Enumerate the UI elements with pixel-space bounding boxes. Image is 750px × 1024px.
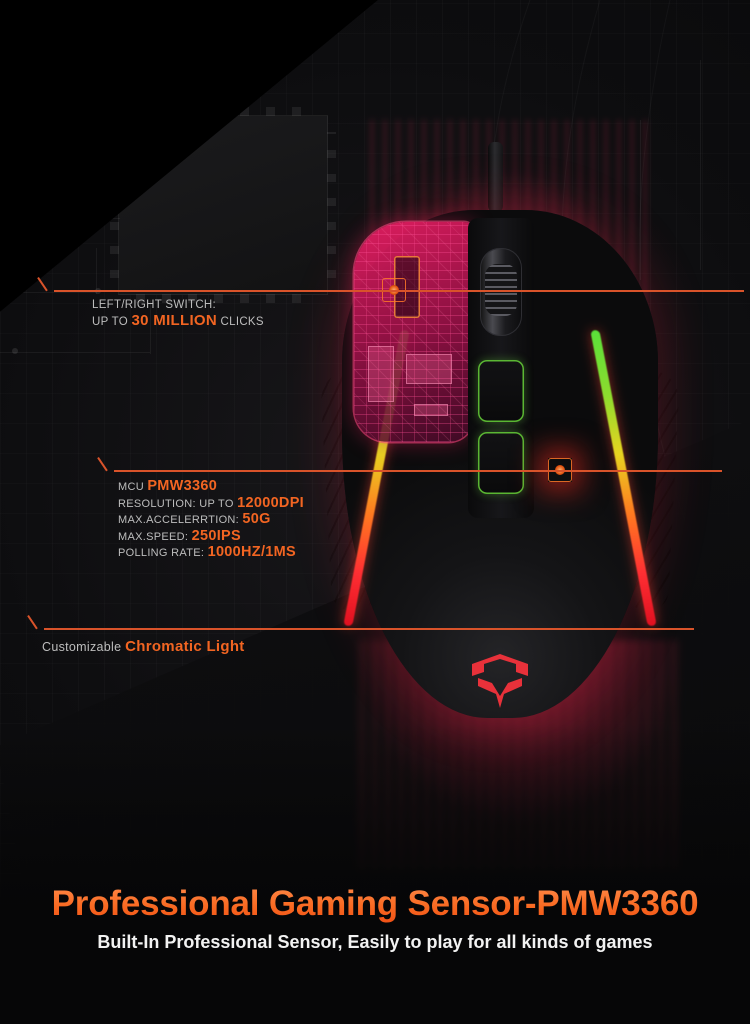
spec-row: POLLING RATE: 1000HZ/1MS: [118, 544, 304, 562]
spec-row: RESOLUTION: UP TO 12000DPI: [118, 494, 305, 513]
callout-line: [44, 628, 694, 630]
transparent-shell-pcb: [354, 222, 474, 442]
callout-line: [54, 290, 744, 292]
spec-label: MAX.SPEED:: [118, 530, 192, 543]
gaming-mouse-image: [319, 142, 681, 730]
chip-pins-right-icon: [327, 132, 336, 278]
spec-label: POLLING RATE:: [118, 547, 208, 559]
spec-value: 12000DPI: [237, 494, 305, 511]
spec-row: MAX.ACCELERRTION: 50G: [118, 511, 304, 529]
page-subtitle: Built-In Professional Sensor, Easily to …: [97, 932, 653, 952]
pcb-chip: [414, 404, 448, 416]
spec-value: PMW3360: [147, 478, 218, 494]
pcb-chip: [406, 354, 452, 384]
callout-lighting-text: Customizable Chromatic Light: [42, 638, 245, 655]
bottom-fade: [0, 724, 750, 1024]
dpi-button-up: [478, 360, 524, 422]
lighting-prefix: Customizable: [42, 640, 126, 654]
page-title: Professional Gaming Sensor-PMW3360: [0, 884, 750, 924]
switch-value-row: UP TO 30 MILLION CLICKS: [92, 313, 264, 330]
mouse-cable: [488, 142, 503, 212]
scroll-wheel: [480, 248, 522, 336]
switch-prefix: UP TO: [92, 316, 132, 328]
callout-sensor-specs: MCU PMW3360 RESOLUTION: UP TO 12000DPI M…: [118, 478, 305, 562]
spec-value: 50G: [242, 511, 271, 527]
spec-label: RESOLUTION: UP TO: [118, 497, 238, 510]
meetion-shield-logo: [472, 654, 528, 708]
spec-label: MCU: [118, 481, 148, 493]
spec-row: MCU PMW3360: [118, 478, 304, 496]
spec-value: 1000HZ/1MS: [207, 544, 297, 560]
callout-switch-text: LEFT/RIGHT SWITCH: UP TO 30 MILLION CLIC…: [92, 298, 264, 330]
callout-line: [114, 470, 722, 472]
dpi-button-down: [478, 432, 524, 494]
switch-highlight: 30 MILLION: [131, 312, 218, 329]
pcb-chip: [368, 346, 394, 402]
spec-row: MAX.SPEED: 250IPS: [118, 527, 304, 546]
switch-suffix: CLICKS: [217, 316, 264, 328]
lighting-highlight: Chromatic Light: [125, 638, 245, 655]
switch-label: LEFT/RIGHT SWITCH:: [92, 299, 217, 311]
spec-value: 250IPS: [191, 527, 241, 544]
spec-label: MAX.ACCELERRTION:: [118, 514, 243, 526]
